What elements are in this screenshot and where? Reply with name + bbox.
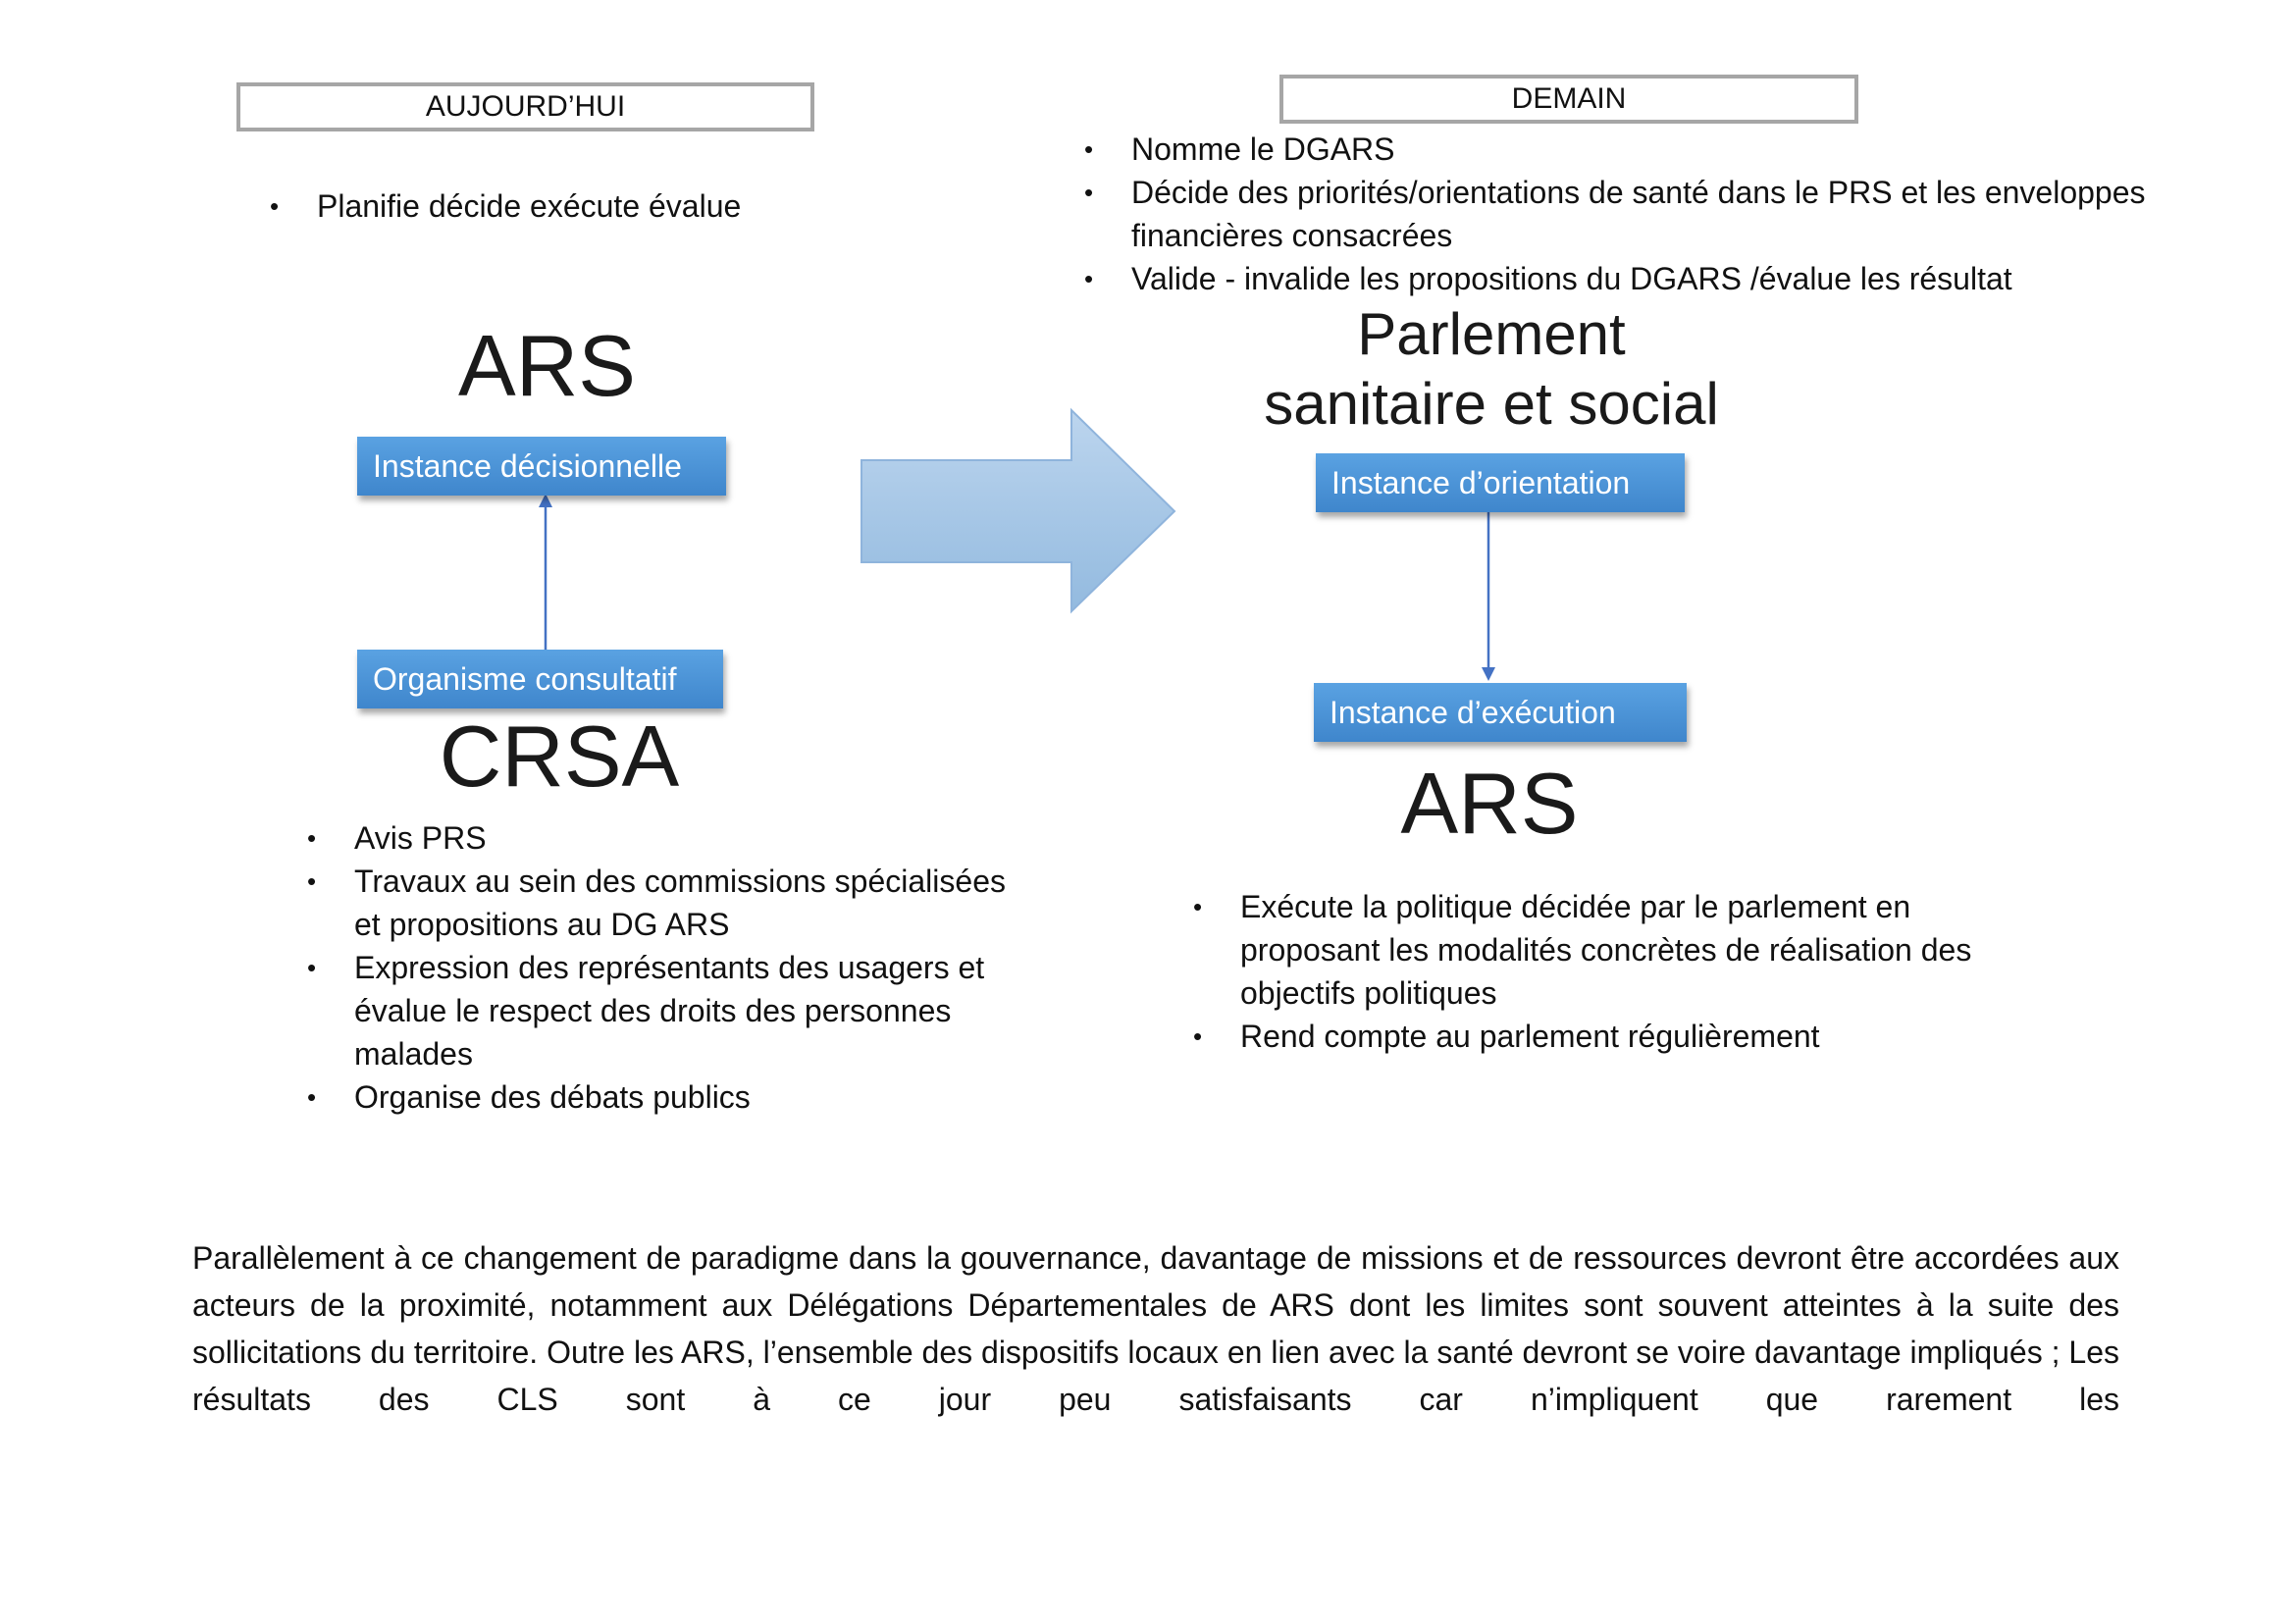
list-item: Avis PRS <box>307 816 1023 860</box>
node-organisme-consultatif: Organisme consultatif <box>357 650 723 708</box>
left-top-title: ARS <box>458 317 636 414</box>
list-item: Nomme le DGARS <box>1084 128 2183 171</box>
list-item: Exécute la politique décidée par le parl… <box>1193 885 1998 1015</box>
body-paragraph: Parallèlement à ce changement de paradig… <box>192 1240 2119 1417</box>
list-item: Rend compte au parlement régulièrement <box>1193 1015 1998 1058</box>
header-aujourdhui: AUJOURD’HUI <box>236 82 814 131</box>
list-item: Valide - invalide les propositions du DG… <box>1084 257 2183 300</box>
left-crsa-list: Avis PRS Travaux au sein des commissions… <box>307 816 1023 1119</box>
left-bottom-title: CRSA <box>439 707 680 805</box>
transition-arrow <box>861 407 1176 614</box>
right-connector-arrowhead <box>1482 667 1495 681</box>
right-bottom-title: ARS <box>1400 755 1579 852</box>
right-top-title-line2: sanitaire et social <box>1264 371 1719 437</box>
list-item: Planifie décide exécute évalue <box>270 184 859 228</box>
right-ars-list: Exécute la politique décidée par le parl… <box>1193 885 1998 1058</box>
list-item: Décide des priorités/orientations de san… <box>1084 171 2183 257</box>
node-instance-decisionnelle: Instance décisionnelle <box>357 437 726 496</box>
right-intro-list: Nomme le DGARS Décide des priorités/orie… <box>1084 128 2183 300</box>
right-top-title-line1: Parlement <box>1357 301 1626 367</box>
list-item: Organise des débats publics <box>307 1075 1023 1119</box>
left-connector-arrowhead <box>539 494 552 507</box>
list-item: Travaux au sein des commissions spéciali… <box>307 860 1023 946</box>
node-instance-orientation: Instance d’orientation <box>1316 453 1685 512</box>
left-intro-list: Planifie décide exécute évalue <box>270 184 859 228</box>
list-item: Expression des représentants des usagers… <box>307 946 1023 1075</box>
header-demain: DEMAIN <box>1279 75 1858 124</box>
node-instance-execution: Instance d’exécution <box>1314 683 1687 742</box>
